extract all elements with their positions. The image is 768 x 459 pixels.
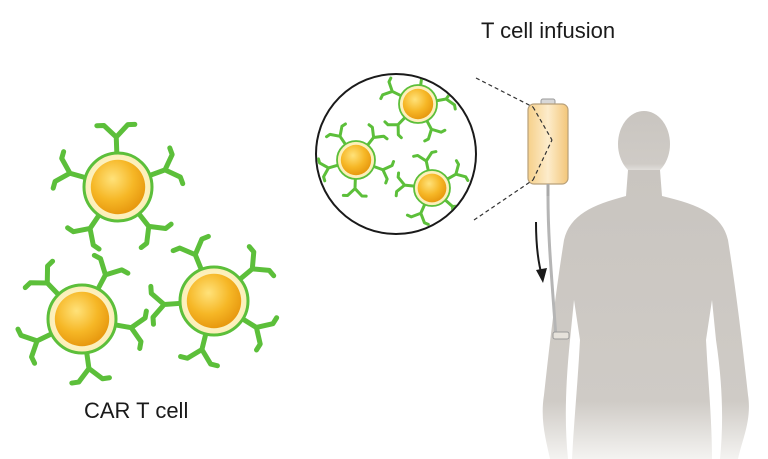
- receptor-icon: [238, 315, 280, 353]
- car-t-cell-icon: [15, 252, 149, 386]
- receptor-icon: [379, 76, 404, 101]
- receptor-icon: [412, 150, 438, 174]
- receptor-icon: [170, 233, 211, 275]
- receptor-icon: [148, 283, 186, 327]
- receptor-icon: [235, 244, 277, 284]
- receptor-icon: [178, 328, 220, 369]
- receptor-icon: [423, 117, 447, 143]
- receptor-icon: [405, 201, 430, 226]
- car-t-cell-label: CAR T cell: [84, 398, 189, 423]
- receptor-icon: [69, 347, 112, 386]
- receptor-icon: [410, 75, 436, 89]
- receptor-icon: [144, 145, 186, 187]
- infusion-label: T cell infusion: [481, 18, 616, 43]
- car-t-cell-icon: [148, 233, 280, 369]
- receptor-icon: [134, 209, 174, 251]
- receptor-icon: [383, 115, 408, 140]
- receptor-icon: [370, 160, 396, 185]
- receptor-icon: [317, 157, 341, 183]
- receptor-icon: [22, 258, 63, 299]
- person-silhouette-icon: [542, 111, 749, 459]
- flow-arrow-icon: [535, 221, 547, 283]
- receptor-icon: [94, 121, 138, 159]
- receptor-icon: [15, 326, 57, 366]
- receptor-icon: [91, 252, 131, 294]
- car-t-cell-icon: [50, 121, 186, 252]
- receptor-icon: [444, 159, 470, 182]
- receptor-icon: [110, 308, 149, 351]
- receptor-icon: [325, 122, 348, 148]
- receptor-icon: [341, 175, 368, 198]
- iv-bag-icon: [527, 98, 570, 340]
- zoom-connector: [473, 77, 553, 221]
- car-t-cell-icon: [317, 122, 396, 198]
- receptor-icon: [394, 171, 418, 198]
- car-t-cell-group: [15, 121, 280, 386]
- receptor-icon: [365, 123, 389, 148]
- receptor-icon: [50, 149, 91, 191]
- receptor-icon: [65, 210, 104, 252]
- zoom-circle: [315, 73, 477, 235]
